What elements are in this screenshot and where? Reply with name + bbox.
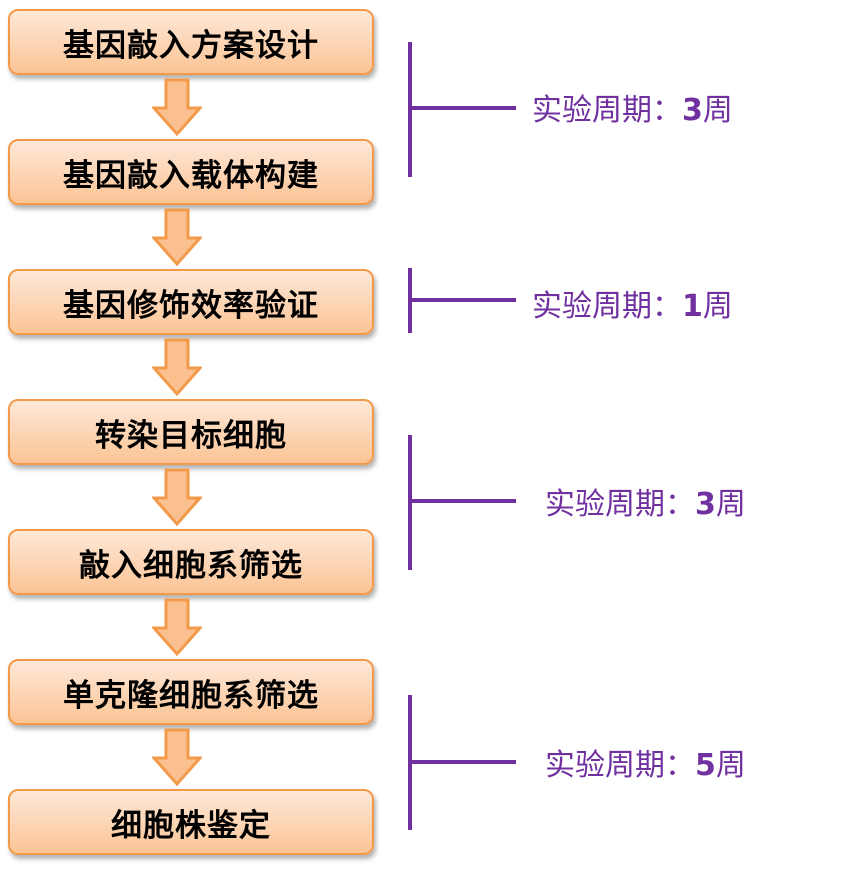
bracket-line (408, 760, 516, 764)
period-label-4: 实验周期：5周 (545, 748, 746, 783)
step-box-4: 转染目标细胞 (8, 399, 374, 465)
step-box-1: 基因敲入方案设计 (8, 9, 374, 75)
down-arrow-icon (152, 468, 202, 527)
step-box-7: 细胞株鉴定 (8, 789, 374, 855)
step-box-2: 基因敲入载体构建 (8, 139, 374, 205)
down-arrow-icon (152, 728, 202, 787)
down-arrow-icon (152, 598, 202, 657)
bracket-line (408, 106, 516, 110)
down-arrow-icon (152, 208, 202, 267)
bracket-line (408, 499, 516, 503)
step-box-5: 敲入细胞系筛选 (8, 529, 374, 595)
step-box-3: 基因修饰效率验证 (8, 269, 374, 335)
period-label-1: 实验周期：3周 (532, 93, 733, 128)
down-arrow-icon (152, 338, 202, 397)
bracket-line (408, 298, 516, 302)
down-arrow-icon (152, 78, 202, 137)
period-label-3: 实验周期：3周 (545, 487, 746, 522)
step-box-6: 单克隆细胞系筛选 (8, 659, 374, 725)
period-label-2: 实验周期：1周 (532, 289, 733, 324)
